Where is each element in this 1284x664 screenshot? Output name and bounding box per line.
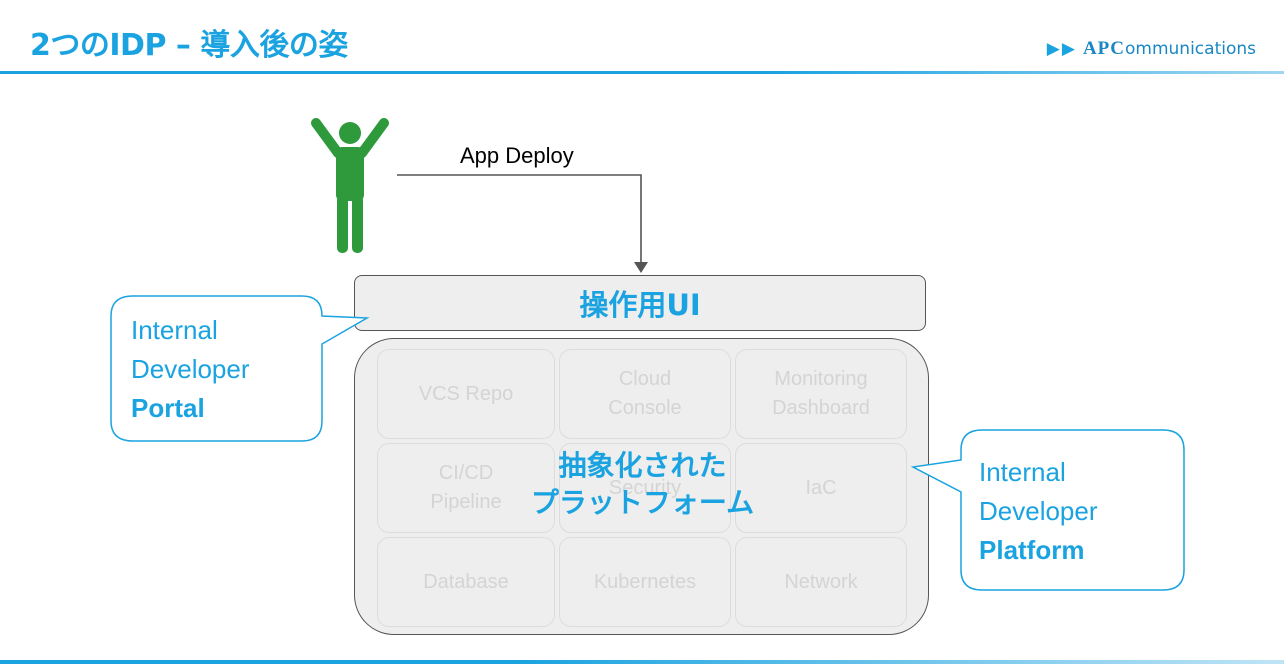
logo-rest: ommunications — [1125, 39, 1256, 59]
platform-grid: VCS Repo Cloud Console Monitoring Dashbo… — [377, 349, 907, 627]
portal-callout-bubble — [110, 295, 370, 442]
platform-cell-iac: IaC — [735, 443, 907, 533]
header-divider — [0, 71, 1284, 74]
portal-callout-text: Internal Developer Portal — [131, 311, 250, 428]
platform-callout-text: Internal Developer Platform — [979, 453, 1098, 570]
platform-cell-kubernetes: Kubernetes — [559, 537, 731, 627]
deploy-label: App Deploy — [460, 143, 574, 168]
logo: ▶▶ APCommunications — [1047, 38, 1256, 60]
platform-callout-line2: Developer — [979, 496, 1098, 526]
platform-cell-monitoring: Monitoring Dashboard — [735, 349, 907, 439]
platform-callout-line1: Internal — [979, 457, 1066, 487]
footer-divider — [0, 660, 1284, 664]
person-arms-up-icon — [311, 118, 389, 253]
platform-callout-line3: Platform — [979, 535, 1085, 565]
platform-overlay-label: 抽象化された プラットフォーム — [530, 449, 755, 519]
page-title: 2つのIDP – 導入後の姿 — [30, 28, 348, 63]
logo-text: APCommunications — [1083, 38, 1256, 60]
platform-cell-cloud-console: Cloud Console — [559, 349, 731, 439]
platform-cell-security: Security — [559, 443, 731, 533]
platform-cell-database: Database — [377, 537, 555, 627]
portal-callout-line1: Internal — [131, 315, 218, 345]
logo-bold: APC — [1082, 38, 1126, 59]
portal-callout-line2: Developer — [131, 354, 250, 384]
platform-callout-bubble — [910, 429, 1185, 591]
platform-box: VCS Repo Cloud Console Monitoring Dashbo… — [354, 338, 929, 635]
platform-cell-network: Network — [735, 537, 907, 627]
logo-arrows-icon: ▶▶ — [1046, 39, 1077, 59]
platform-cell-cicd: CI/CD Pipeline — [377, 443, 555, 533]
platform-cell-vcs: VCS Repo — [377, 349, 555, 439]
ui-bar: 操作用UI — [354, 275, 926, 331]
portal-callout-line3: Portal — [131, 393, 205, 423]
